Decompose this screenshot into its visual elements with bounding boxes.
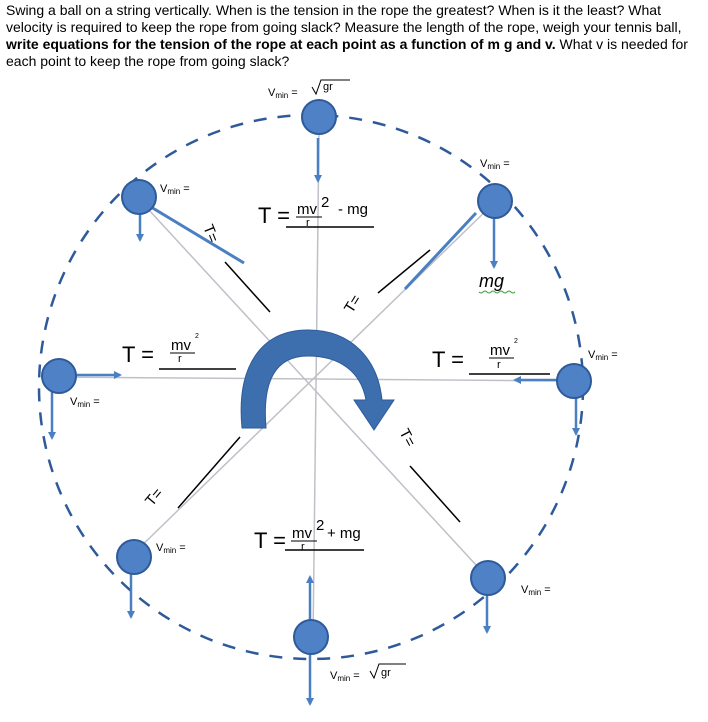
prompt-text-1: Swing a ball on a string vertically. Whe…: [6, 2, 682, 35]
svg-text:- mg: - mg: [338, 201, 368, 218]
top-tension-equation: T = mv 2 - mg r: [258, 194, 368, 229]
svg-text:mv: mv: [490, 342, 510, 359]
ball-bottom-left: [116, 539, 152, 575]
ball-top: [301, 99, 337, 135]
ball-right: [556, 363, 592, 399]
ball-top-right: [477, 183, 513, 219]
prompt-text-2: What v is needed for each point to keep …: [6, 36, 688, 69]
svg-text:gr: gr: [381, 667, 391, 679]
vmin-top-label: Vmin = gr: [268, 79, 350, 100]
vmin-top-right-label: Vmin =: [480, 158, 510, 171]
svg-text:T =: T =: [122, 342, 154, 367]
svg-text:T =: T =: [258, 203, 290, 228]
svg-text:2: 2: [195, 333, 199, 340]
svg-text:2: 2: [321, 194, 329, 211]
t-label-lower-right: T=: [395, 426, 419, 450]
svg-text:T =: T =: [432, 347, 464, 372]
left-tension-equation: T = mv 2 r: [122, 333, 199, 367]
vmin-left-label: Vmin =: [70, 396, 100, 409]
svg-text:T =: T =: [254, 528, 286, 553]
t-label-upper-right: T=: [341, 292, 365, 316]
svg-text:r: r: [301, 541, 305, 553]
bottom-tension-equation: T = mv 2 + mg r: [254, 517, 361, 553]
balls: [41, 99, 592, 655]
vmin-bottom-left-label: Vmin =: [156, 542, 186, 555]
vmin-bottom-right-label: Vmin =: [521, 584, 551, 597]
vmin-bottom-label: Vmin = gr: [330, 663, 406, 683]
mg-underline: [478, 290, 516, 294]
ball-bottom: [293, 619, 329, 655]
t-label-upper-left: T=: [199, 222, 222, 245]
svg-text:r: r: [306, 217, 310, 229]
svg-text:r: r: [497, 359, 501, 371]
svg-text:mv: mv: [292, 525, 312, 542]
svg-text:Vmin =: Vmin =: [330, 670, 360, 683]
svg-text:Vmin =: Vmin =: [268, 87, 298, 100]
force-arrows: [48, 138, 580, 706]
prompt-text-bold: write equations for the tension of the r…: [6, 36, 556, 52]
vmin-top-left-label: Vmin =: [160, 183, 190, 196]
svg-text:2: 2: [514, 338, 518, 345]
spokes: [51, 129, 574, 641]
problem-prompt: Swing a ball on a string vertically. Whe…: [6, 2, 702, 70]
ball-top-left: [121, 179, 157, 215]
svg-text:r: r: [178, 353, 182, 365]
t-label-lower-left: T=: [142, 485, 167, 510]
svg-text:mv: mv: [171, 337, 191, 354]
svg-text:mv: mv: [297, 201, 317, 218]
right-tension-equation: T = mv 2 r: [432, 338, 518, 372]
svg-text:gr: gr: [323, 81, 333, 93]
ball-bottom-right: [470, 560, 506, 596]
svg-text:+ mg: + mg: [327, 525, 361, 542]
answer-lines: [159, 226, 550, 551]
mg-label: mg: [479, 271, 504, 291]
svg-text:2: 2: [316, 517, 324, 534]
rotation-arrow-icon: [240, 329, 395, 431]
vmin-right-label: Vmin =: [588, 349, 618, 362]
strings: [150, 205, 478, 291]
ball-left: [41, 358, 77, 394]
